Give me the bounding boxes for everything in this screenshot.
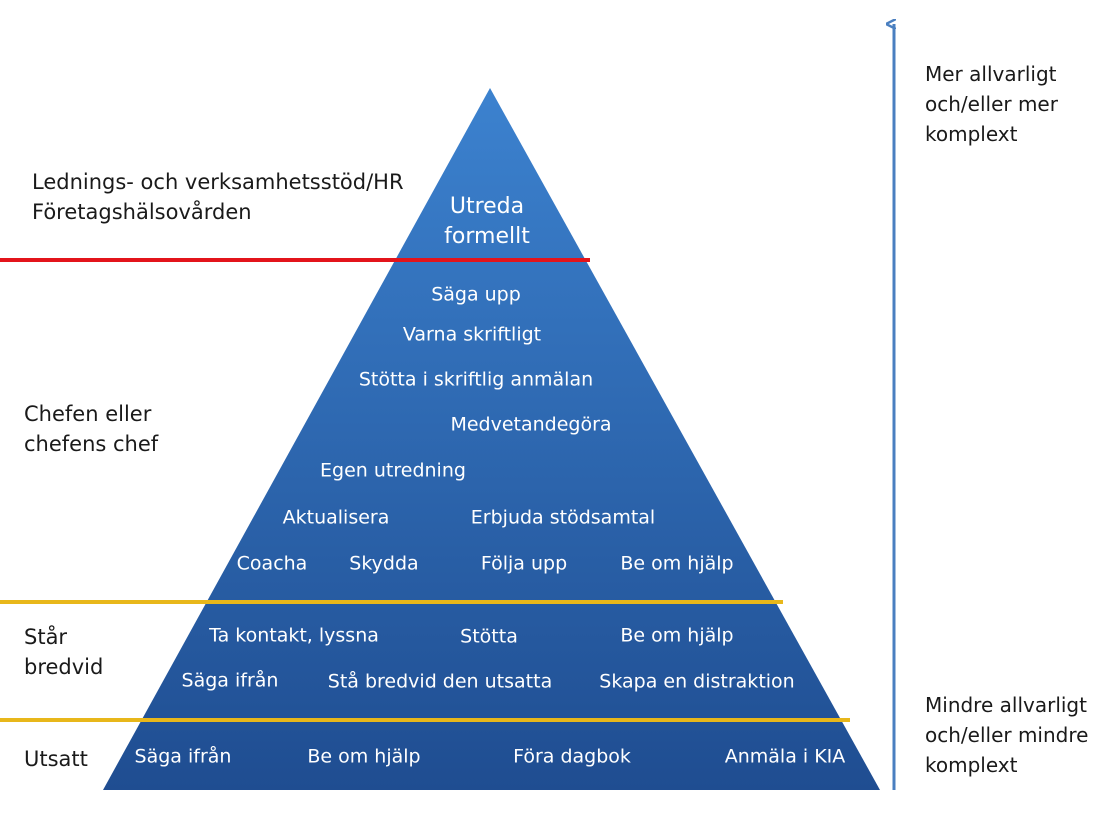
item-skydda: Skydda — [349, 552, 419, 575]
item-varna-skriftligt: Varna skriftligt — [402, 323, 542, 346]
pyramid-top-text: Utreda formellt — [444, 192, 530, 252]
item-utsatt-saga-ifran: Säga ifrån — [134, 745, 232, 768]
scale-top-line2: och/eller mer — [925, 92, 1058, 116]
label-chef-line2: chefens chef — [24, 432, 159, 456]
pyramid-top-line2: formellt — [444, 224, 530, 249]
item-aktualisera: Aktualisera — [282, 506, 390, 529]
item-egen-utredning: Egen utredning — [320, 459, 466, 482]
scale-top-label: Mer allvarligt och/eller mer komplext — [925, 59, 1058, 149]
item-stotta: Stötta — [460, 625, 518, 648]
scale-top-line1: Mer allvarligt — [925, 62, 1057, 86]
label-hr: Lednings- och verksamhetsstöd/HR Företag… — [32, 167, 404, 227]
scale-bottom-label: Mindre allvarligt och/eller mindre kompl… — [925, 690, 1088, 780]
item-bredvid-be-om-hjalp: Be om hjälp — [620, 624, 734, 647]
item-chef-be-om-hjalp: Be om hjälp — [620, 552, 734, 575]
label-hr-line2: Företagshälsovården — [32, 200, 252, 224]
scale-bottom-line1: Mindre allvarligt — [925, 693, 1087, 717]
item-ta-kontakt: Ta kontakt, lyssna — [209, 624, 379, 647]
item-folja-upp: Följa upp — [480, 552, 568, 575]
label-bredvid-line2: bredvid — [24, 655, 104, 679]
scale-bottom-line3: komplext — [925, 753, 1018, 777]
scale-top-line3: komplext — [925, 122, 1018, 146]
item-fora-dagbok: Föra dagbok — [513, 745, 631, 768]
item-anmala-kia: Anmäla i KIA — [724, 745, 846, 768]
item-medvetandegora: Medvetandegöra — [450, 413, 612, 436]
item-bredvid-saga-ifran: Säga ifrån — [181, 669, 279, 692]
item-erbjuda-stodsamtal: Erbjuda stödsamtal — [470, 506, 656, 529]
label-chef-line1: Chefen eller — [24, 402, 152, 426]
label-bredvid: Står bredvid — [24, 622, 103, 682]
label-chef: Chefen eller chefens chef — [24, 399, 158, 459]
scale-bottom-line2: och/eller mindre — [925, 723, 1089, 747]
label-bredvid-line1: Står — [24, 625, 68, 649]
label-hr-line1: Lednings- och verksamhetsstöd/HR — [32, 170, 404, 194]
label-utsatt: Utsatt — [24, 747, 88, 771]
pyramid-triangle — [103, 88, 880, 790]
item-saga-upp: Säga upp — [431, 283, 521, 306]
pyramid-top-line1: Utreda — [449, 194, 525, 219]
item-stotta-anmalan: Stötta i skriftlig anmälan — [358, 368, 594, 391]
item-utsatt-be-om-hjalp: Be om hjälp — [307, 745, 421, 768]
item-skapa-distraktion: Skapa en distraktion — [599, 670, 795, 693]
item-sta-bredvid: Stå bredvid den utsatta — [327, 670, 553, 693]
item-coacha: Coacha — [236, 552, 308, 575]
